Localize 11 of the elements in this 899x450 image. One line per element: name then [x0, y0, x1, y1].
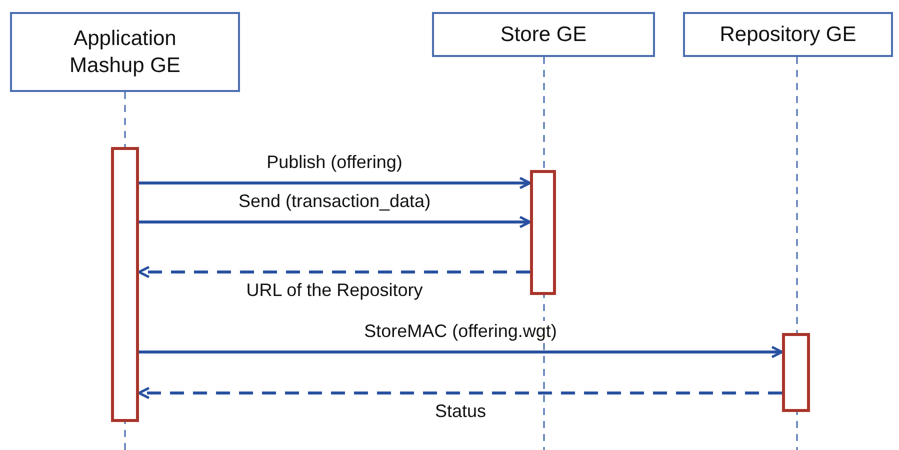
message-arrow	[139, 216, 532, 228]
activation-bar	[111, 147, 139, 422]
participant-box: Repository GE	[683, 12, 893, 57]
activation-bar	[530, 170, 556, 295]
participant-box: Store GE	[432, 12, 655, 57]
message-arrow	[139, 176, 532, 190]
message-arrow	[138, 266, 530, 278]
participant-box: Application Mashup GE	[10, 12, 240, 92]
activation-bar	[782, 333, 810, 412]
message-arrow	[139, 346, 784, 358]
message-arrow	[138, 386, 782, 400]
